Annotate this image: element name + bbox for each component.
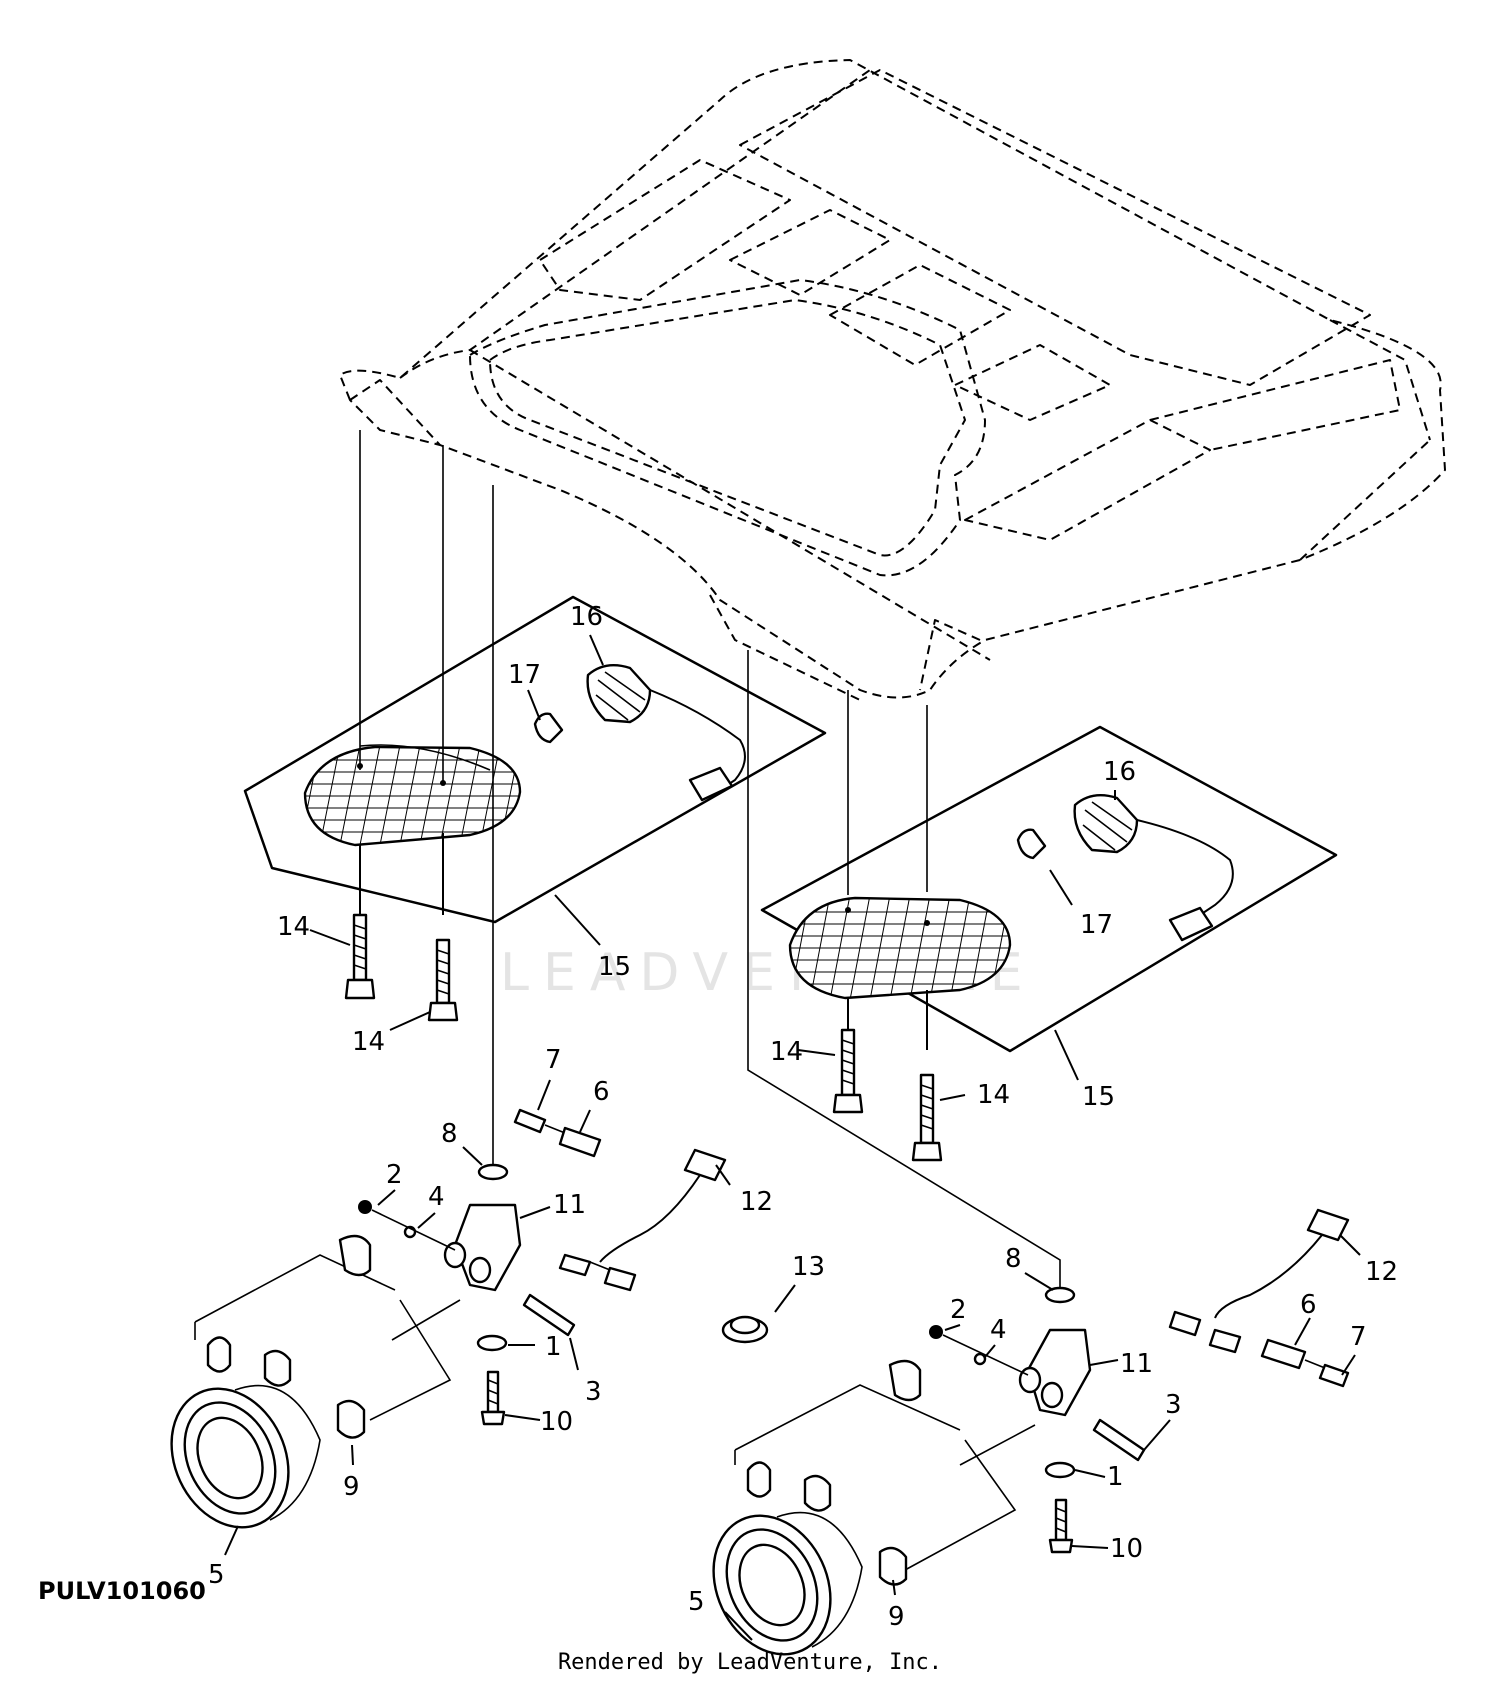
reference-lines — [359, 430, 1061, 1290]
diagram-id: PULV101060 — [38, 1577, 206, 1605]
callout-10: 10 — [540, 1407, 573, 1437]
right-connector-6 — [1260, 1338, 1307, 1370]
callout-2: 2 — [386, 1160, 403, 1190]
callout-3: 3 — [1165, 1390, 1182, 1420]
left-spacer — [206, 1336, 232, 1373]
callout-17: 17 — [508, 660, 541, 690]
grommet-13 — [721, 1315, 769, 1344]
callout-6: 6 — [1300, 1290, 1317, 1320]
callout-17: 17 — [1080, 910, 1113, 940]
left-washer-1 — [476, 1334, 508, 1352]
callout-16: 16 — [570, 602, 603, 632]
left-harness-12 — [683, 1148, 727, 1182]
right-connector-7 — [1318, 1363, 1350, 1388]
callout-15: 15 — [1082, 1082, 1115, 1112]
right-washer-1 — [1044, 1461, 1076, 1479]
callout-6: 6 — [593, 1077, 610, 1107]
callout-7: 7 — [545, 1045, 562, 1075]
callout-9: 9 — [888, 1602, 905, 1632]
callout-12: 12 — [740, 1187, 773, 1217]
cab-roof-outline — [339, 59, 1446, 701]
callout-12: 12 — [1365, 1257, 1398, 1287]
right-light-kit — [760, 725, 1338, 1162]
left-isolator-9 — [336, 1399, 366, 1439]
callout-1: 1 — [545, 1332, 562, 1362]
callout-5: 5 — [688, 1587, 705, 1617]
left-floodlight-assembly — [170, 1163, 576, 1529]
callout-4: 4 — [990, 1315, 1007, 1345]
callout-8: 8 — [441, 1119, 458, 1149]
left-bolt-3 — [522, 1293, 576, 1337]
callout-4: 4 — [428, 1182, 445, 1212]
callout-1: 1 — [1107, 1462, 1124, 1492]
render-credit: Rendered by LeadVenture, Inc. — [557, 1650, 943, 1675]
callout-8: 8 — [1005, 1244, 1022, 1274]
callout-10: 10 — [1110, 1534, 1143, 1564]
callout-13: 13 — [792, 1252, 825, 1282]
callout-3: 3 — [585, 1377, 602, 1407]
callout-14: 14 — [352, 1027, 385, 1057]
right-bolt-3 — [1092, 1418, 1146, 1462]
right-wiring — [1168, 1208, 1350, 1388]
callout-14: 14 — [977, 1080, 1010, 1110]
left-light-kit — [243, 595, 827, 1022]
right-connector — [1168, 906, 1214, 942]
callout-labels: 14 14 15 16 17 16 17 14 14 15 7 6 8 2 4 … — [208, 602, 1398, 1632]
left-connector-7 — [513, 1108, 547, 1134]
right-isolator-9 — [878, 1546, 908, 1586]
callout-14: 14 — [770, 1037, 803, 1067]
left-wiring — [513, 1108, 727, 1292]
callout-7: 7 — [1350, 1322, 1367, 1352]
callout-15: 15 — [598, 952, 631, 982]
left-connector — [688, 766, 734, 802]
callout-11: 11 — [553, 1190, 586, 1220]
leader-lines — [224, 634, 1361, 1641]
callout-11: 11 — [1120, 1349, 1153, 1379]
right-floodlight-assembly — [712, 1286, 1146, 1656]
callout-14: 14 — [277, 912, 310, 942]
left-washer-8 — [477, 1163, 509, 1181]
callout-16: 16 — [1103, 757, 1136, 787]
left-connector-6 — [558, 1126, 602, 1158]
right-bulb — [1016, 828, 1047, 860]
callout-9: 9 — [343, 1472, 360, 1502]
right-washer-8 — [1044, 1286, 1076, 1304]
callout-5: 5 — [208, 1560, 225, 1590]
right-harness-12 — [1306, 1208, 1350, 1242]
callout-2: 2 — [950, 1295, 967, 1325]
